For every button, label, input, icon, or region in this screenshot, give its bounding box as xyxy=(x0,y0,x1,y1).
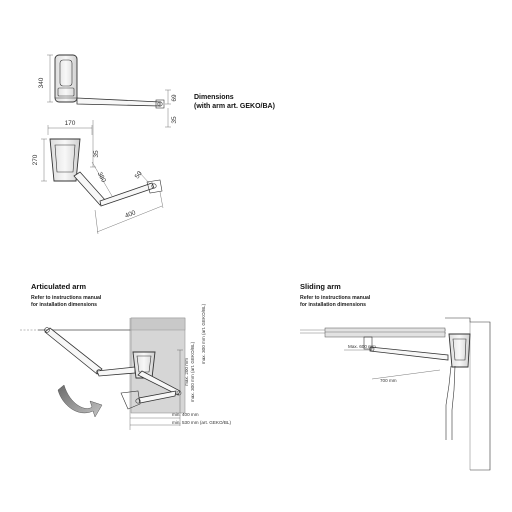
articulated-arm-drawing: max. 200 mm max. 300 mm (art. GEKO/BL) m… xyxy=(20,303,231,430)
dim-170: 170 xyxy=(65,120,76,127)
dim-35-plan: 35 xyxy=(93,150,100,158)
articulated-max300: max. 300 mm (art. GEKO/BL) xyxy=(190,341,195,402)
sliding-max600: Max. 600 mm xyxy=(348,344,376,349)
dimensions-subtitle: (with arm art. GEKO/BA) xyxy=(194,103,275,110)
sliding-700: 700 mm xyxy=(380,378,397,383)
dim-340: 340 xyxy=(38,77,45,88)
sliding-arm-drawing: Max. 600 mm 700 mm xyxy=(300,317,491,471)
sliding-note-line2: for installation dimensions xyxy=(300,302,366,308)
articulated-note-line2: for installation dimensions xyxy=(31,302,97,308)
dim-400: 400 xyxy=(124,209,137,220)
dim-69: 69 xyxy=(171,94,178,102)
elevation-view: 340 69 35 xyxy=(38,54,178,128)
articulated-min530: min. 530 mm (art. GEKO/BL) xyxy=(172,420,231,425)
sliding-arm-title: Sliding arm xyxy=(300,282,341,291)
plan-view: 170 270 35 380 50 400 xyxy=(32,120,164,235)
articulated-arm-title: Articulated arm xyxy=(31,282,86,291)
dimensions-title: Dimensions xyxy=(194,94,234,101)
dim-35-side: 35 xyxy=(171,116,178,124)
articulated-max300-top: max. 300 mm (art. GEKO/BL) xyxy=(201,303,206,364)
articulated-max200: max. 200 mm xyxy=(184,358,189,386)
dim-270: 270 xyxy=(32,154,39,165)
articulated-min400: min. 400 mm xyxy=(172,412,199,417)
articulated-note-line1: Refer to instructions manual xyxy=(31,295,102,301)
dim-50: 50 xyxy=(134,170,144,180)
dim-380: 380 xyxy=(96,171,107,184)
sliding-note-line1: Refer to instructions manual xyxy=(300,295,371,301)
